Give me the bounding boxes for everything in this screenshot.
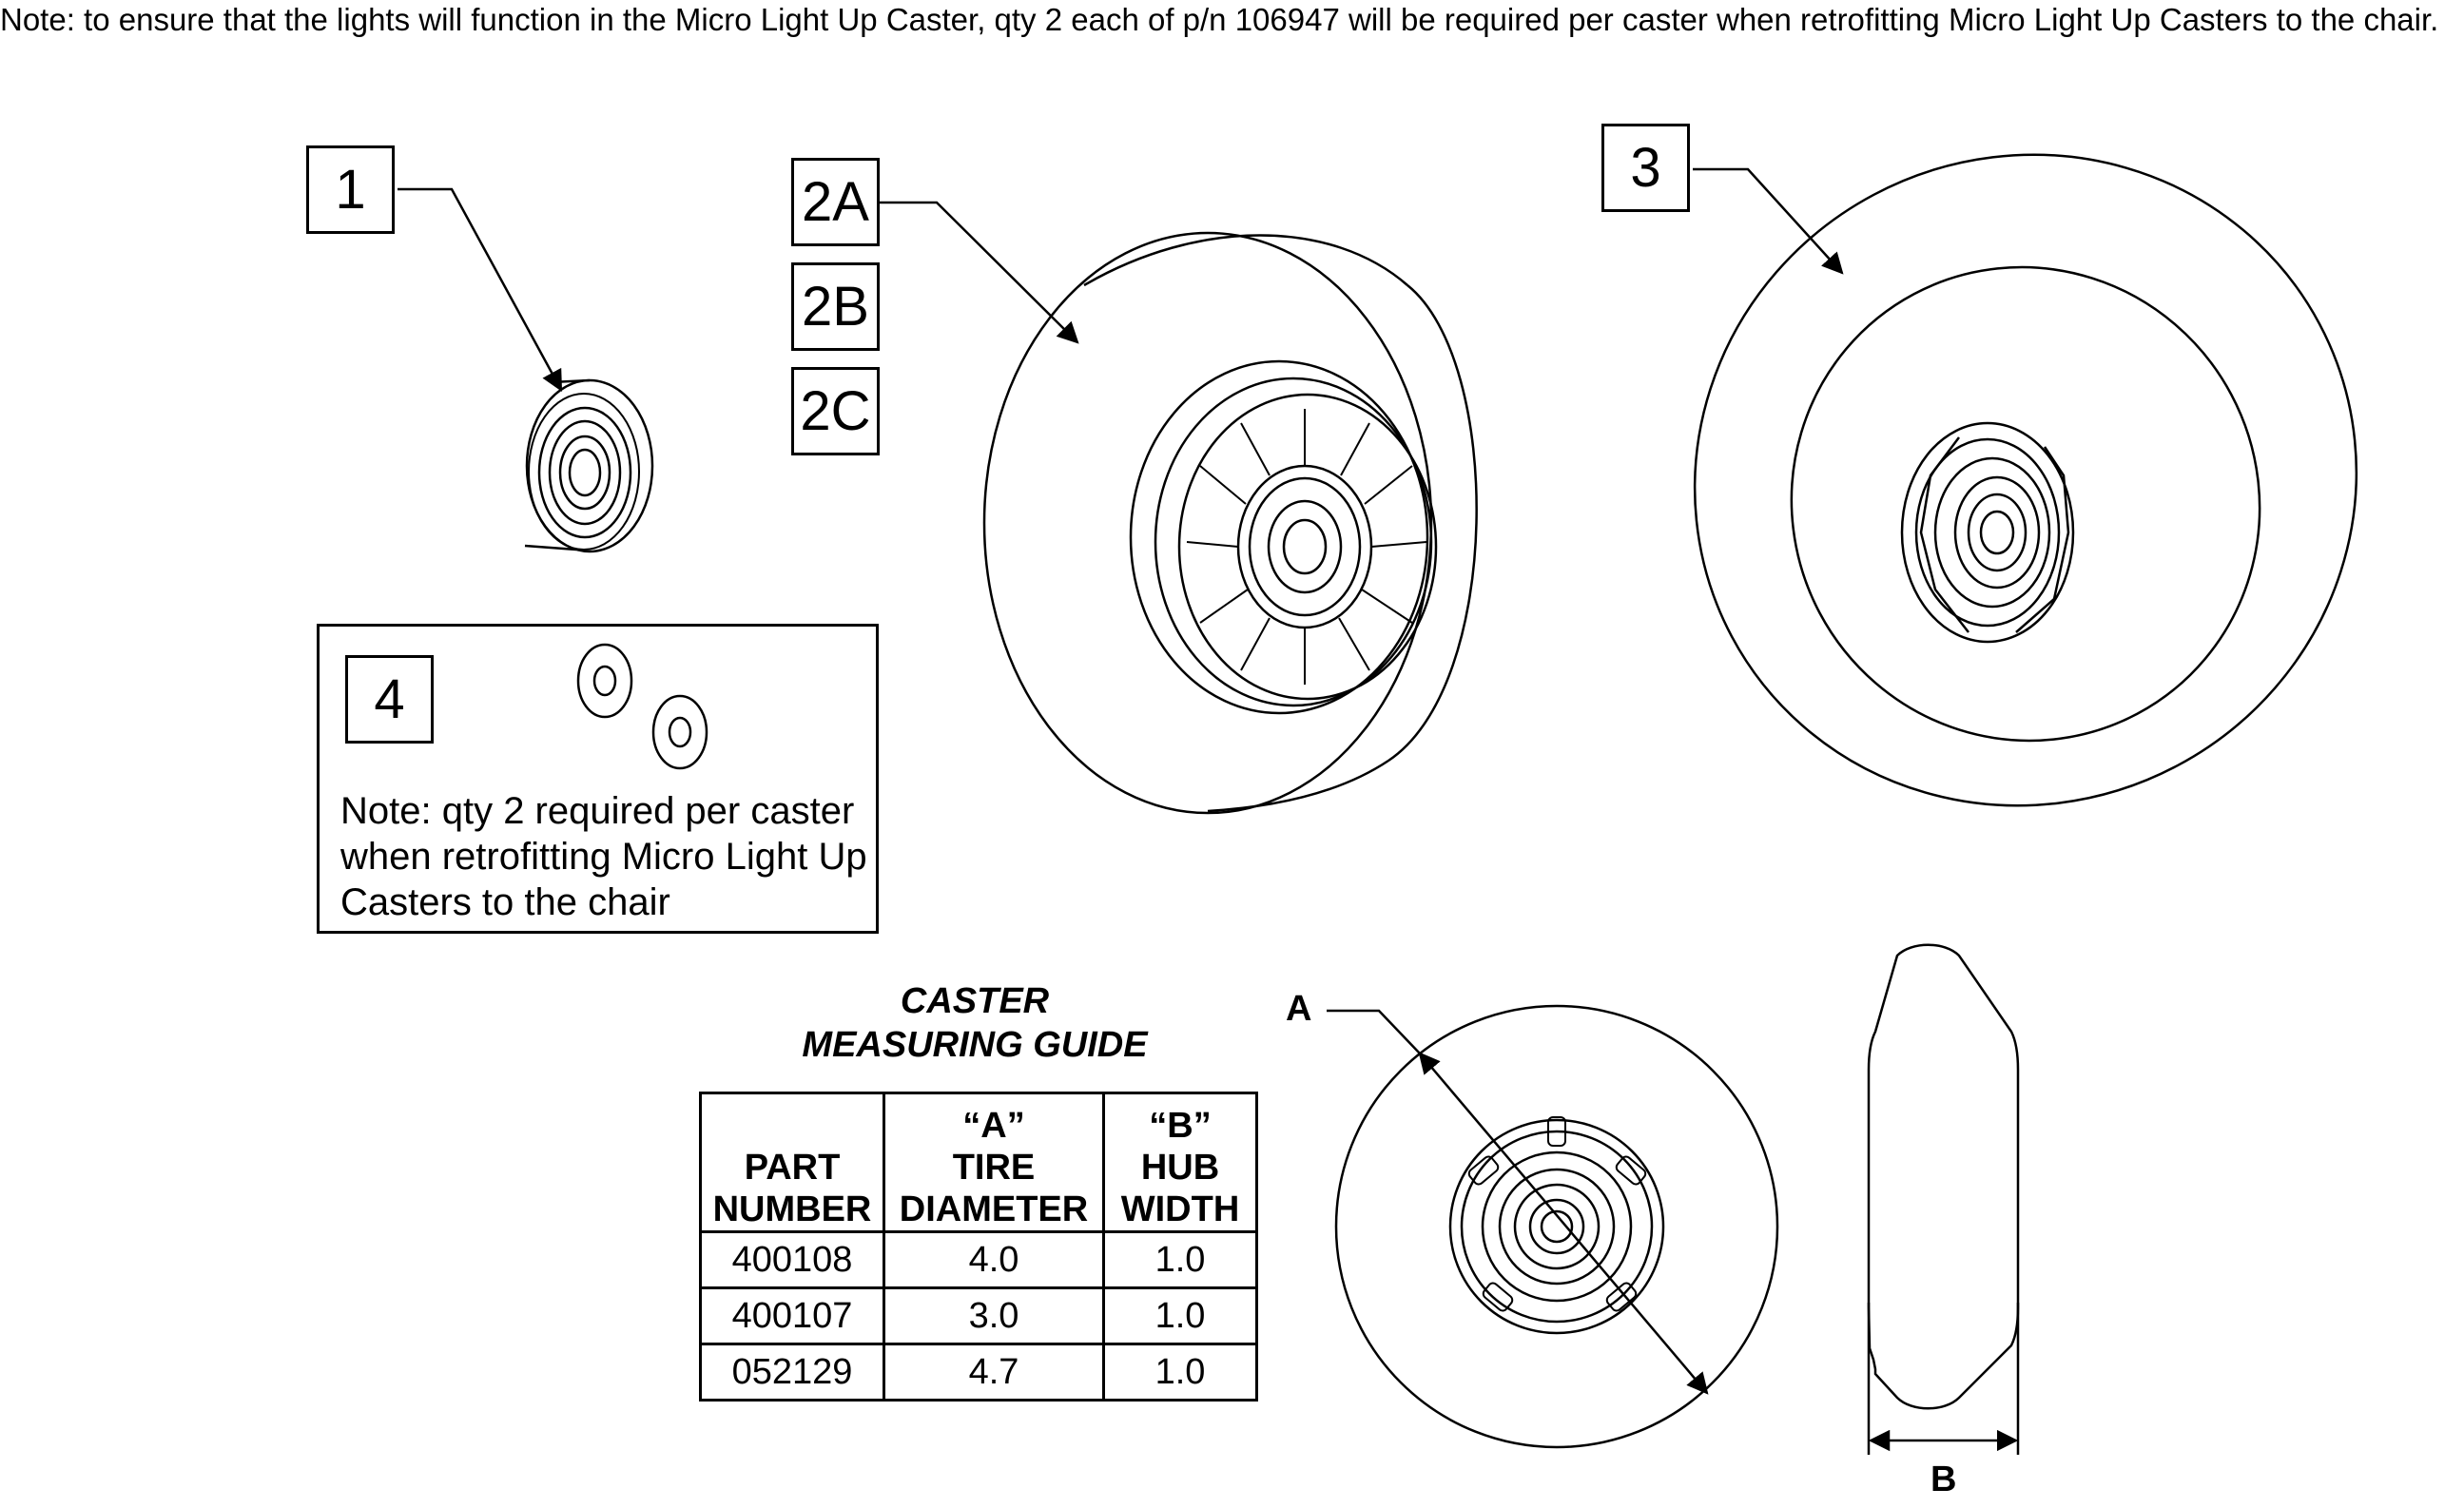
caster-wheel-2: [982, 231, 1478, 815]
header-part-1: PART: [744, 1148, 841, 1188]
col-hub-width: “B” HUB WIDTH: [1102, 1092, 1258, 1233]
table-header-row: PART NUMBER “A” TIRE DIAMETER “B” HUB WI…: [699, 1092, 1258, 1233]
callout-1: 1: [306, 145, 395, 234]
cell-part: 400107: [699, 1286, 885, 1345]
header-a-2: TIRE: [952, 1148, 1036, 1188]
cell-hub-width: 1.0: [1102, 1230, 1258, 1289]
cell-part: 400108: [699, 1230, 885, 1289]
leader-2: [880, 201, 1079, 344]
part-4-note: Note: qty 2 required per caster when ret…: [340, 788, 867, 925]
note-line-3: Casters to the chair: [340, 881, 670, 923]
note-line-2: when retrofitting Micro Light Up: [340, 836, 867, 878]
guide-title-line-1: CASTER: [900, 981, 1050, 1021]
measure-wheel-side: [1867, 943, 2020, 1455]
top-note: Note: to ensure that the lights will fun…: [0, 2, 2439, 37]
dimension-a-label: A: [1286, 989, 1312, 1029]
guide-title-line-2: MEASURING GUIDE: [802, 1025, 1148, 1065]
header-b-3: WIDTH: [1120, 1189, 1240, 1229]
header-part-2: NUMBER: [712, 1189, 872, 1229]
callout-3: 3: [1601, 124, 1690, 212]
header-b-1: “B”: [1149, 1106, 1212, 1146]
col-tire-diameter: “A” TIRE DIAMETER: [883, 1092, 1105, 1233]
cell-tire-diameter: 4.0: [883, 1230, 1105, 1289]
caster-wheel-3: [1693, 153, 2358, 807]
washer-parts: [576, 643, 708, 770]
cell-part: 052129: [699, 1343, 885, 1402]
measuring-table: PART NUMBER “A” TIRE DIAMETER “B” HUB WI…: [699, 1092, 1258, 1402]
col-part-number: PART NUMBER: [699, 1092, 885, 1233]
cell-hub-width: 1.0: [1102, 1343, 1258, 1402]
bearing-part: [524, 378, 654, 553]
callout-2c: 2C: [791, 367, 880, 455]
callout-4: 4: [345, 655, 434, 744]
table-row: 052129 4.7 1.0: [699, 1343, 1258, 1402]
callout-2b: 2B: [791, 262, 880, 351]
dimension-b-label: B: [1930, 1460, 1957, 1499]
header-a-1: “A”: [962, 1106, 1025, 1146]
leader-3: [1693, 167, 1844, 275]
measuring-guide-title: CASTER MEASURING GUIDE: [723, 979, 1227, 1067]
cell-tire-diameter: 4.7: [883, 1343, 1105, 1402]
callout-2a: 2A: [791, 158, 880, 246]
note-line-1: Note: qty 2 required per caster: [340, 790, 855, 832]
table-row: 400107 3.0 1.0: [699, 1286, 1258, 1345]
table-row: 400108 4.0 1.0: [699, 1230, 1258, 1289]
leader-1: [398, 187, 563, 392]
header-b-2: HUB: [1140, 1148, 1220, 1188]
header-a-3: DIAMETER: [899, 1189, 1089, 1229]
cell-hub-width: 1.0: [1102, 1286, 1258, 1345]
part-4-note-box: 4 Note: qty 2 required per caster when r…: [317, 624, 879, 934]
cell-tire-diameter: 3.0: [883, 1286, 1105, 1345]
measure-wheel-front: [1327, 1004, 1779, 1449]
